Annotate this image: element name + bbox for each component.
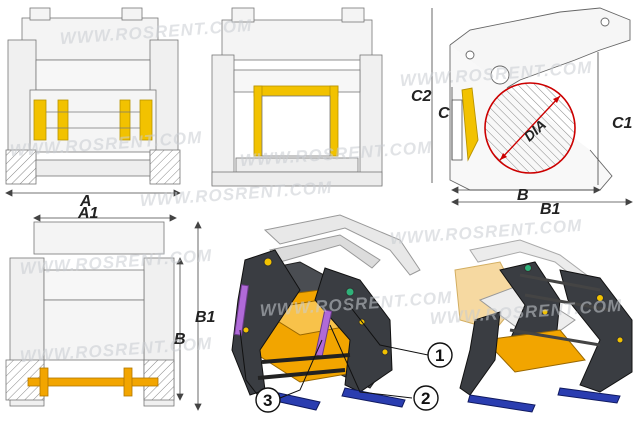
label-c2: C2 bbox=[411, 88, 432, 105]
callout-1-label: 1 bbox=[435, 346, 444, 365]
side-view-bottom-drawing bbox=[5, 221, 175, 407]
profile-view-drawing bbox=[449, 7, 631, 191]
label-c1: C1 bbox=[612, 115, 633, 132]
label-b-profile: B bbox=[517, 187, 529, 204]
label-b1-side: B1 bbox=[195, 309, 216, 326]
callout-2-label: 2 bbox=[421, 389, 430, 408]
label-c: C bbox=[438, 105, 450, 122]
bucket-3d-rendering-open bbox=[454, 239, 633, 413]
dimension-lines-side bbox=[176, 221, 202, 411]
callout-2: 2 bbox=[413, 385, 439, 411]
dimension-a1 bbox=[33, 214, 177, 222]
bucket-3d-rendering bbox=[231, 214, 421, 411]
label-a1: A1 bbox=[77, 205, 99, 222]
callout-3: 3 bbox=[255, 387, 281, 413]
callout-1: 1 bbox=[427, 342, 453, 368]
label-b-side: B bbox=[174, 331, 186, 348]
label-b1-profile: B1 bbox=[540, 201, 561, 218]
label-a: A bbox=[79, 193, 92, 210]
side-view-drawing bbox=[211, 7, 383, 187]
callout-3-label: 3 bbox=[263, 391, 272, 410]
callout-leaders bbox=[239, 299, 429, 399]
dimension-a bbox=[5, 189, 181, 197]
watermark-text: WWW.ROSRENT.COM bbox=[389, 216, 583, 248]
dimension-lines-profile bbox=[431, 8, 633, 206]
front-view-drawing bbox=[5, 7, 181, 185]
